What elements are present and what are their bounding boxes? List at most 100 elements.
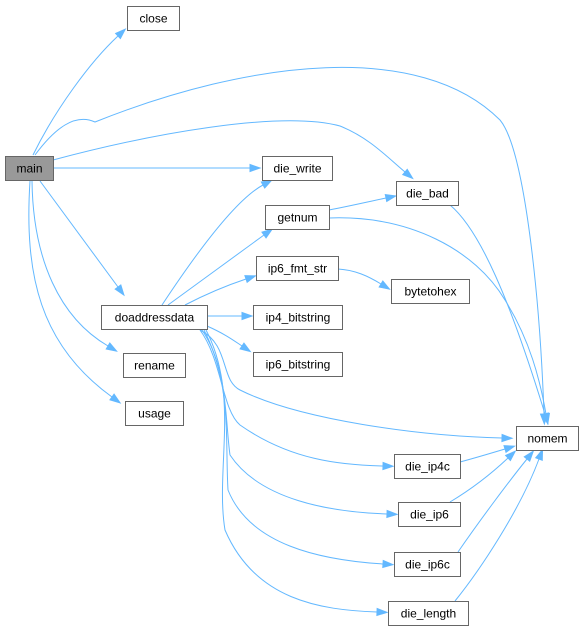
arrowhead-icon [114, 28, 127, 40]
arrowhead-icon [384, 193, 398, 203]
edge-line [39, 180, 119, 288]
arrowhead-icon [260, 179, 274, 189]
edge-line [206, 325, 243, 347]
node-label: main [16, 162, 42, 176]
node-box[interactable] [101, 305, 208, 330]
arrowhead-icon [105, 342, 118, 352]
edge-line [184, 278, 247, 306]
edge-doaddressdata-to-nomem [199, 329, 514, 443]
node-die-length[interactable]: die_length [388, 601, 469, 626]
edge-line [28, 180, 113, 398]
node-box[interactable] [253, 352, 343, 377]
node-box[interactable] [265, 205, 330, 230]
node-label: die_ip4c [405, 460, 450, 474]
arrowhead-icon [540, 412, 549, 426]
arrowhead-icon [534, 448, 544, 461]
node-bytetohex[interactable]: bytetohex [391, 279, 470, 304]
node-box[interactable] [127, 6, 180, 31]
node-die-bad[interactable]: die_bad [396, 181, 459, 206]
node-label: ip6_bitstring [266, 358, 331, 372]
edge-line [205, 329, 378, 613]
node-ip4-bitstring[interactable]: ip4_bitstring [253, 305, 343, 330]
node-box[interactable] [391, 279, 470, 304]
node-label: die_length [401, 607, 456, 621]
node-label: usage [138, 407, 171, 421]
node-box[interactable] [396, 181, 459, 206]
node-nomem[interactable]: nomem [516, 426, 579, 451]
node-label: doaddressdata [115, 311, 195, 325]
node-getnum[interactable]: getnum [265, 205, 330, 230]
edge-main-to-doaddressdata [39, 180, 125, 297]
edge-doaddressdata-to-ip6-bitstring [206, 325, 252, 353]
arrowhead-icon [382, 461, 395, 471]
edge-main-to-close [32, 28, 127, 156]
edge-main-to-die-bad [52, 120, 414, 180]
node-ip6-fmt-str[interactable]: ip6_fmt_str [256, 256, 339, 281]
node-box[interactable] [253, 305, 343, 330]
edge-line [328, 197, 387, 211]
node-label: die_bad [406, 187, 449, 201]
arrowhead-icon [249, 163, 262, 173]
edge-line [34, 66, 545, 415]
edge-line [449, 457, 509, 503]
node-label: die_ip6 [410, 508, 449, 522]
arrowhead-icon [376, 607, 389, 617]
edge-getnum-to-die-bad [328, 193, 398, 211]
node-label: close [139, 12, 167, 26]
edge-line [328, 217, 547, 415]
node-die-write[interactable]: die_write [262, 156, 333, 181]
edge-line [457, 458, 528, 553]
arrowhead-icon [114, 284, 125, 297]
edge-die-length-to-nomem [454, 448, 544, 602]
edge-die-bad-to-nomem [449, 204, 549, 426]
node-main[interactable]: main [5, 156, 54, 181]
node-doaddressdata[interactable]: doaddressdata [101, 305, 208, 330]
node-label: rename [134, 359, 175, 373]
edge-line [454, 458, 540, 602]
edge-line [31, 180, 109, 347]
edge-line [52, 120, 406, 173]
node-box[interactable] [5, 156, 54, 181]
arrowhead-icon [386, 509, 399, 519]
node-box[interactable] [262, 156, 333, 181]
arrowhead-icon [241, 311, 254, 321]
node-die-ip4c[interactable]: die_ip4c [394, 454, 461, 479]
edge-main-to-rename [31, 180, 118, 352]
arrowhead-icon [401, 168, 414, 180]
node-close[interactable]: close [127, 6, 180, 31]
node-box[interactable] [388, 601, 469, 626]
node-box[interactable] [394, 454, 461, 479]
node-label: die_write [273, 162, 321, 176]
node-die-ip6c[interactable]: die_ip6c [394, 552, 461, 577]
node-box[interactable] [516, 426, 579, 451]
node-label: die_ip6c [405, 558, 450, 572]
edge-doaddressdata-to-die-ip4c [199, 329, 395, 471]
call-graph-edges [28, 28, 551, 617]
edge-die-ip6-to-nomem [449, 450, 517, 503]
node-box[interactable] [125, 401, 184, 426]
node-usage[interactable]: usage [125, 401, 184, 426]
node-box[interactable] [256, 256, 339, 281]
edge-die-ip6c-to-nomem [457, 450, 535, 553]
node-label: nomem [527, 432, 567, 446]
arrowhead-icon [244, 275, 257, 284]
node-die-ip6[interactable]: die_ip6 [398, 502, 461, 527]
edge-doaddressdata-to-die-write [161, 179, 274, 306]
edge-line [337, 268, 382, 285]
node-label: ip6_fmt_str [268, 262, 327, 276]
edge-doaddressdata-to-ip6-fmt-str [184, 275, 257, 306]
node-rename[interactable]: rename [123, 353, 186, 378]
edge-doaddressdata-to-ip4-bitstring [207, 311, 254, 321]
arrowhead-icon [261, 228, 274, 239]
arrowhead-icon [501, 433, 514, 443]
arrowhead-icon [239, 342, 252, 353]
edge-line [199, 329, 384, 467]
node-box[interactable] [394, 552, 461, 577]
node-box[interactable] [123, 353, 186, 378]
node-box[interactable] [398, 502, 461, 527]
edge-doaddressdata-to-die-length [205, 329, 389, 617]
node-ip6-bitstring[interactable]: ip6_bitstring [253, 352, 343, 377]
arrowhead-icon [378, 280, 391, 290]
